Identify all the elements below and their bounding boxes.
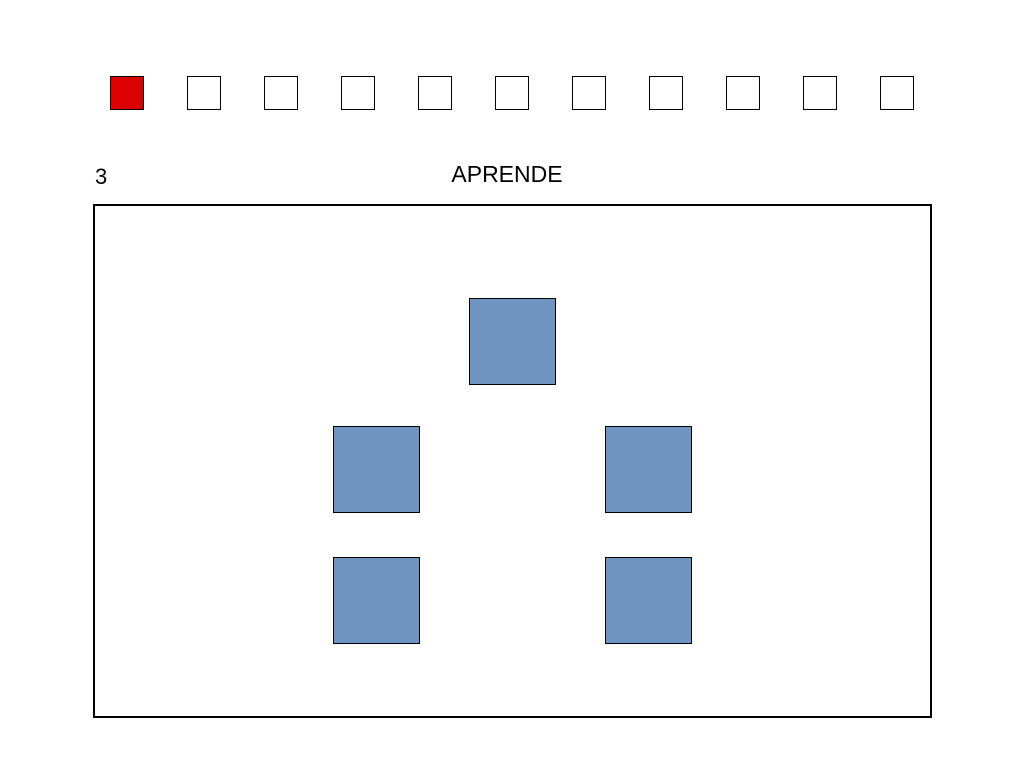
progress-step-9 — [726, 76, 760, 110]
progress-step-1 — [110, 76, 144, 110]
counting-block — [605, 426, 692, 513]
page-number: 3 — [95, 164, 108, 189]
progress-step-3 — [264, 76, 298, 110]
counting-block — [605, 557, 692, 644]
progress-step-8 — [649, 76, 683, 110]
progress-step-4 — [341, 76, 375, 110]
progress-step-5 — [418, 76, 452, 110]
page-title: APRENDE — [451, 161, 563, 187]
progress-step-11 — [880, 76, 914, 110]
progress-step-2 — [187, 76, 221, 110]
counting-block — [333, 426, 420, 513]
progress-step-10 — [803, 76, 837, 110]
counting-board — [93, 204, 932, 718]
progress-step-6 — [495, 76, 529, 110]
counting-block — [333, 557, 420, 644]
counting-block — [469, 298, 556, 385]
progress-indicator — [110, 76, 915, 112]
progress-step-7 — [572, 76, 606, 110]
